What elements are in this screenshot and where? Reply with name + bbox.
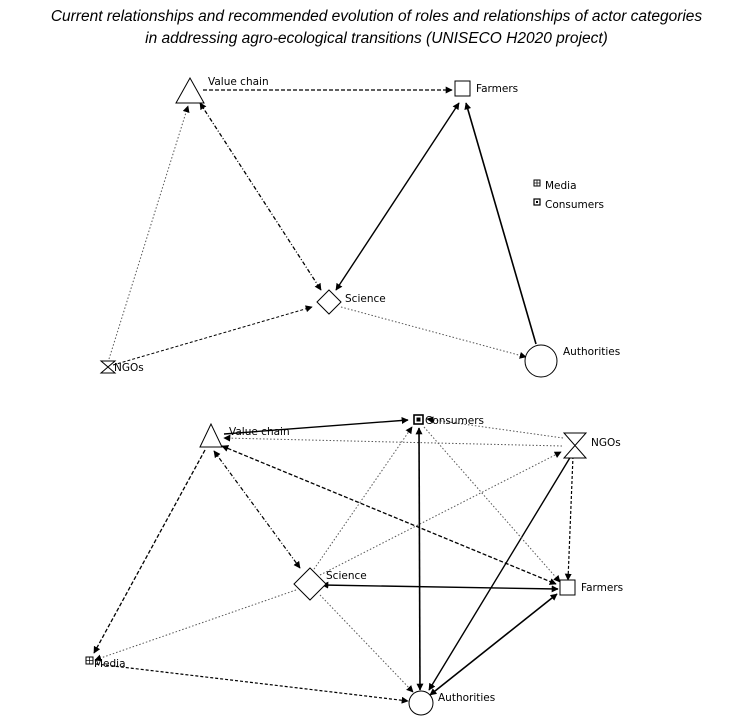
- box-square-icon-consumers: [533, 198, 541, 206]
- label-science: Science: [326, 570, 367, 582]
- edge-science-authorities: [340, 306, 527, 359]
- edge-science-authorities: [319, 594, 414, 693]
- label-authorities: Authorities: [438, 692, 495, 704]
- label-consumers: Consumers: [425, 415, 484, 427]
- label-media: Media: [545, 180, 577, 192]
- hourglass-node-ngos: [562, 432, 588, 459]
- edge-authorities-farmers: [464, 102, 537, 345]
- label-farmers: Farmers: [581, 582, 623, 594]
- edge-valuechain-media: [93, 449, 206, 654]
- label-consumers: Consumers: [545, 199, 604, 211]
- triangle-node-value-chain: [175, 76, 205, 104]
- figure-caption: Current relationships and recommended ev…: [0, 6, 753, 50]
- edge-ngos-valuechain: [108, 105, 190, 360]
- label-authorities: Authorities: [563, 346, 620, 358]
- diamond-node-science: [316, 289, 342, 315]
- edge-ngos-authorities: [428, 455, 572, 691]
- recommended-nodes: Value chain Consumers NGOs Science Farme…: [85, 414, 623, 716]
- recommended-edges: [93, 416, 574, 704]
- edge-valuechain-consumers: [223, 416, 409, 435]
- square-node-farmers: [454, 80, 471, 97]
- grid-square-icon-media: [533, 179, 541, 187]
- edge-science-consumers: [311, 426, 413, 573]
- diagram-current: Value chain Farmers Media Consumers Scie…: [99, 76, 620, 378]
- circle-node-authorities: [524, 344, 558, 378]
- diagram-recommended: Value chain Consumers NGOs Science Farme…: [85, 414, 623, 716]
- label-media: Media: [94, 658, 126, 670]
- edge-ngos-farmers: [564, 455, 574, 581]
- edge-valuechain-science: [213, 450, 301, 569]
- edge-ngos-valuechain: [223, 434, 563, 447]
- circle-node-authorities: [408, 690, 434, 716]
- current-nodes: Value chain Farmers Media Consumers Scie…: [99, 76, 620, 378]
- label-ngos: NGOs: [591, 437, 621, 449]
- caption-line-2: in addressing agro-ecological transition…: [145, 30, 608, 47]
- label-farmers: Farmers: [476, 83, 518, 95]
- edge-consumers-farmers: [423, 426, 561, 583]
- edge-science-ngos: [319, 451, 562, 576]
- edge-farmers-science: [321, 581, 559, 593]
- caption-line-1: Current relationships and recommended ev…: [50, 8, 703, 25]
- grid-square-icon-media: [85, 656, 94, 665]
- edge-media-authorities: [95, 663, 409, 704]
- edge-consumers-authorities: [415, 427, 424, 691]
- square-node-farmers: [559, 579, 576, 596]
- diamond-node-science: [293, 567, 327, 601]
- current-edges: [108, 86, 537, 366]
- label-science: Science: [345, 293, 386, 305]
- edge-valuechain-science: [199, 102, 322, 291]
- hourglass-node-ngos: [99, 360, 117, 374]
- label-ngos: NGOs: [114, 362, 144, 374]
- triangle-node-value-chain: [199, 422, 223, 448]
- label-value-chain: Value chain: [208, 76, 269, 88]
- edge-science-media: [94, 589, 297, 662]
- edge-farmers-science: [335, 102, 460, 291]
- label-value-chain: Value chain: [229, 426, 290, 438]
- edge-ngos-science: [112, 305, 313, 366]
- edge-authorities-farmers: [429, 593, 558, 696]
- box-square-icon-consumers: [413, 414, 424, 425]
